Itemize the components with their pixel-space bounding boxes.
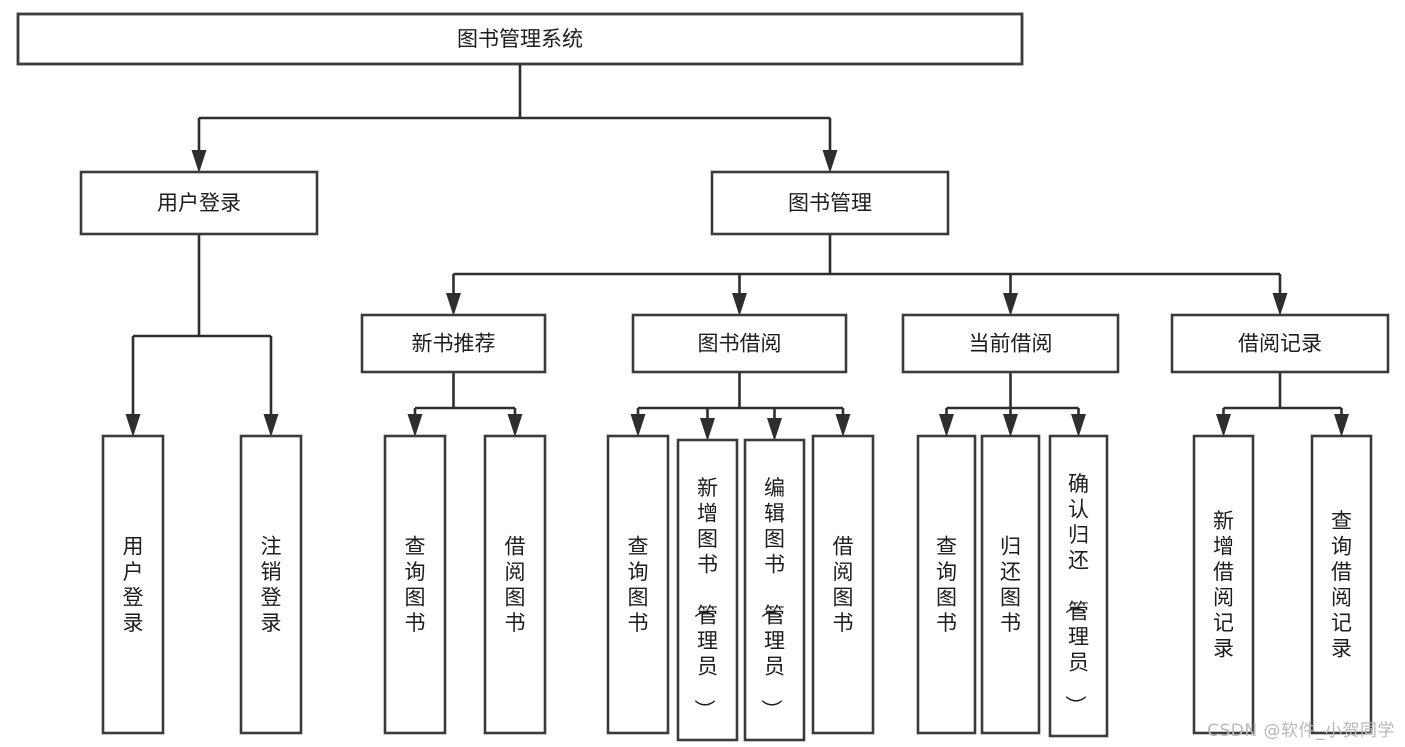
node-label-book-manage: 图书管理 xyxy=(788,191,872,215)
connector-group-book-manage xyxy=(446,234,1288,316)
node-leaf-query-record[interactable]: 查询借阅记录 xyxy=(1310,434,1373,735)
connector-layer xyxy=(125,64,1349,441)
node-label-leaf-borrow-book-rec: 借阅图书 xyxy=(505,534,526,635)
node-label-user-login: 用户登录 xyxy=(157,191,241,215)
node-box-leaf-edit-book[interactable] xyxy=(743,438,806,742)
node-label-book-borrow: 图书借阅 xyxy=(698,332,782,356)
node-borrow-record[interactable]: 借阅记录 xyxy=(1170,313,1390,374)
node-leaf-edit-book[interactable]: 编辑图书（管理员） xyxy=(743,438,806,742)
node-leaf-confirm-return[interactable]: 确认归还（管理员） xyxy=(1048,434,1109,738)
node-box-leaf-query-book-borrow[interactable] xyxy=(606,434,670,735)
node-box-book-manage[interactable] xyxy=(710,170,950,236)
node-label-leaf-borrow-book: 借阅图书 xyxy=(833,534,854,635)
node-box-leaf-add-book[interactable] xyxy=(676,438,739,742)
connector-group-root xyxy=(191,64,838,173)
node-box-leaf-borrow-book-rec[interactable] xyxy=(483,434,547,735)
node-leaf-add-record[interactable]: 新增借阅记录 xyxy=(1192,434,1255,735)
node-box-leaf-user-login[interactable] xyxy=(101,434,165,735)
node-layer: 图书管理系统用户登录图书管理新书推荐图书借阅当前借阅借阅记录用户登录注销登录查询… xyxy=(16,12,1390,742)
node-label-leaf-return-book: 归还图书 xyxy=(1000,534,1021,635)
node-leaf-query-book-borrow[interactable]: 查询图书 xyxy=(606,434,670,735)
node-label-leaf-confirm-return: 确认归还（管理员） xyxy=(1063,472,1089,716)
node-box-leaf-return-book[interactable] xyxy=(980,434,1041,735)
node-box-leaf-add-record[interactable] xyxy=(1192,434,1255,735)
node-leaf-query-book-cur[interactable]: 查询图书 xyxy=(916,434,977,735)
node-label-leaf-query-book-cur: 查询图书 xyxy=(936,534,957,635)
node-box-current-borrow[interactable] xyxy=(901,313,1120,374)
node-leaf-add-book[interactable]: 新增图书（管理员） xyxy=(676,438,739,742)
connector-group-book-borrow xyxy=(630,372,851,441)
node-leaf-return-book[interactable]: 归还图书 xyxy=(980,434,1041,735)
node-box-leaf-query-book-rec[interactable] xyxy=(383,434,447,735)
node-label-leaf-user-login: 用户登录 xyxy=(123,534,144,635)
node-box-leaf-borrow-book[interactable] xyxy=(811,434,875,735)
node-label-root: 图书管理系统 xyxy=(457,27,583,51)
node-box-book-borrow[interactable] xyxy=(631,313,848,374)
node-label-new-book-recommend: 新书推荐 xyxy=(412,332,496,356)
node-label-leaf-query-record: 查询借阅记录 xyxy=(1331,509,1352,661)
node-label-leaf-add-book: 新增图书（管理员） xyxy=(692,476,718,720)
node-leaf-borrow-book[interactable]: 借阅图书 xyxy=(811,434,875,735)
node-label-borrow-record: 借阅记录 xyxy=(1238,332,1322,356)
node-new-book-recommend[interactable]: 新书推荐 xyxy=(360,313,547,374)
node-label-leaf-query-book-rec: 查询图书 xyxy=(405,534,426,635)
node-label-leaf-add-record: 新增借阅记录 xyxy=(1213,509,1234,661)
node-root[interactable]: 图书管理系统 xyxy=(16,12,1024,66)
node-current-borrow[interactable]: 当前借阅 xyxy=(901,313,1120,374)
node-label-leaf-logout: 注销登录 xyxy=(261,534,282,635)
connector-group-borrow-record xyxy=(1216,372,1349,437)
node-box-borrow-record[interactable] xyxy=(1170,313,1390,374)
node-label-leaf-query-book-borrow: 查询图书 xyxy=(628,534,649,635)
node-leaf-borrow-book-rec[interactable]: 借阅图书 xyxy=(483,434,547,735)
node-user-login[interactable]: 用户登录 xyxy=(79,170,319,236)
node-book-manage[interactable]: 图书管理 xyxy=(710,170,950,236)
node-box-leaf-confirm-return[interactable] xyxy=(1048,434,1109,738)
node-box-new-book-recommend[interactable] xyxy=(360,313,547,374)
node-box-leaf-query-record[interactable] xyxy=(1310,434,1373,735)
node-leaf-user-login[interactable]: 用户登录 xyxy=(101,434,165,735)
node-label-leaf-edit-book: 编辑图书（管理员） xyxy=(759,476,785,720)
node-box-user-login[interactable] xyxy=(79,170,319,236)
node-box-leaf-logout[interactable] xyxy=(239,434,303,735)
node-label-current-borrow: 当前借阅 xyxy=(969,332,1053,356)
node-leaf-logout[interactable]: 注销登录 xyxy=(239,434,303,735)
node-box-leaf-query-book-cur[interactable] xyxy=(916,434,977,735)
connector-group-user-login xyxy=(125,234,279,437)
node-book-borrow[interactable]: 图书借阅 xyxy=(631,313,848,374)
node-leaf-query-book-rec[interactable]: 查询图书 xyxy=(383,434,447,735)
node-box-root[interactable] xyxy=(16,12,1024,66)
connector-group-current-borrow xyxy=(939,372,1086,437)
connector-group-new-book-recommend xyxy=(407,372,523,437)
